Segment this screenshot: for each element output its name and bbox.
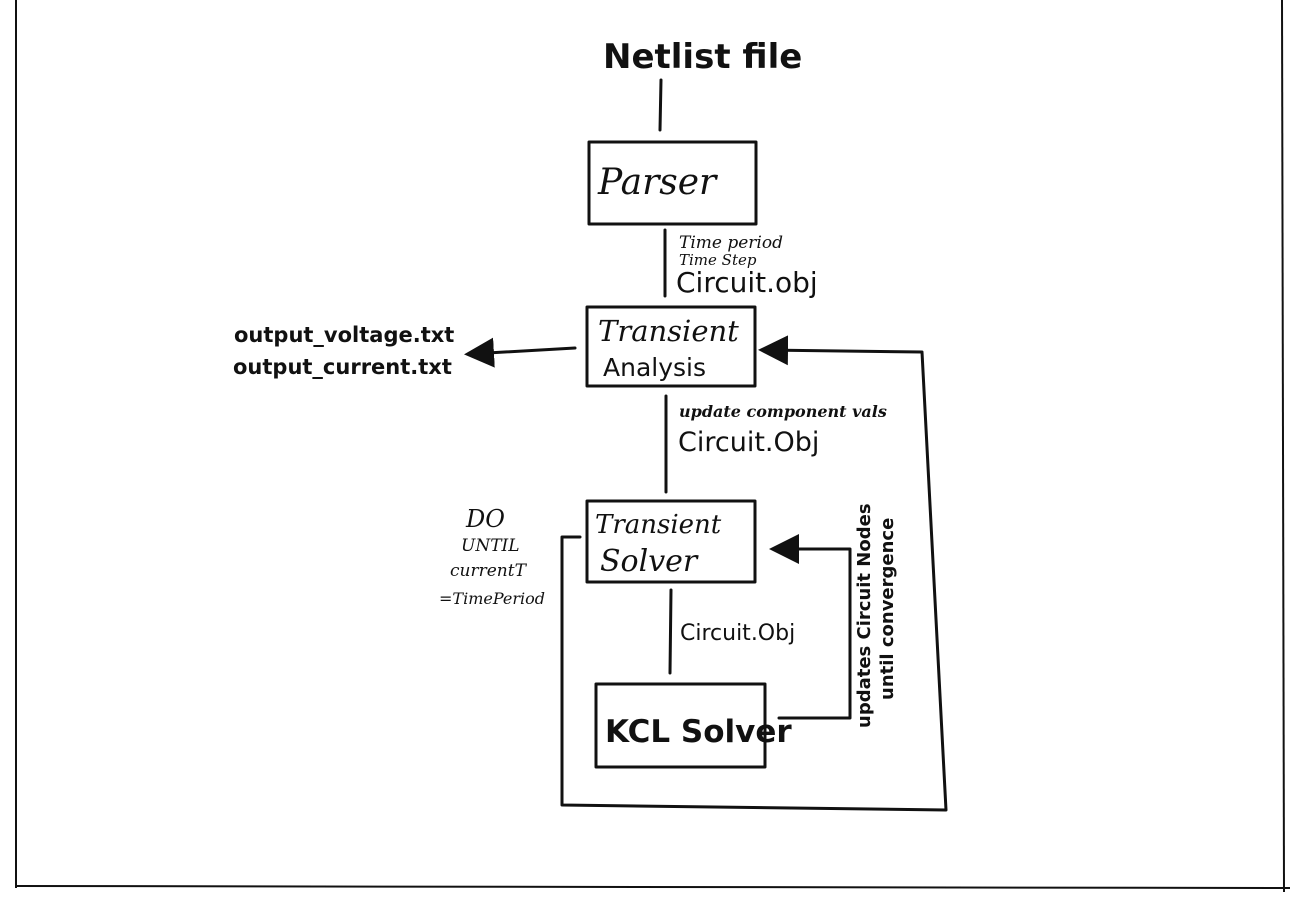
- feedback-label-line2: until convergence: [877, 518, 898, 700]
- loop-condition: DO UNTIL currentT =TimePeriod: [439, 505, 545, 608]
- loop-current-t: currentT: [450, 561, 528, 581]
- page-frame: [15, 0, 1291, 893]
- parser-box: Parser: [587, 140, 758, 226]
- output-current-label: output_current.txt: [233, 355, 452, 379]
- transient-solver-label-line2: Solver: [600, 544, 699, 579]
- edge-label-circuit-obj-2: Circuit.Obj: [678, 427, 819, 458]
- transient-analysis-label-line2: Analysis: [603, 353, 706, 382]
- input-connector: [658, 78, 663, 132]
- kcl-feedback-labels: updates Circuit Nodes until convergence: [854, 503, 898, 728]
- kcl-feedback-edge: [769, 534, 852, 720]
- input-label: Netlist file: [603, 37, 802, 77]
- outer-loop-edge: [560, 335, 948, 812]
- transient-solver-label-line1: Transient: [595, 510, 722, 540]
- kcl-solver-label: KCL Solver: [605, 714, 792, 750]
- output-voltage-label: output_voltage.txt: [234, 323, 454, 347]
- loop-do: DO: [465, 505, 505, 533]
- edge-label-update-vals: update component vals: [679, 402, 887, 421]
- edge-label-time-step: Time Step: [679, 251, 757, 269]
- solver-to-kcl-edge: [668, 588, 673, 675]
- edge-label-time-period: Time period: [679, 233, 783, 253]
- parser-label: Parser: [597, 162, 718, 203]
- kcl-solver-box: KCL Solver: [594, 682, 792, 769]
- edge-label-circuit-obj-3: Circuit.Obj: [680, 621, 795, 646]
- loop-until: UNTIL: [461, 536, 520, 556]
- feedback-label-line1: updates Circuit Nodes: [854, 503, 875, 728]
- output-arrow: [464, 337, 577, 368]
- transient-analysis-label-line1: Transient: [598, 314, 739, 348]
- transient-analysis-box: Transient Analysis: [585, 305, 757, 388]
- edge-label-circuit-obj: Circuit.obj: [676, 266, 818, 299]
- transient-solver-box: Transient Solver: [585, 499, 757, 584]
- loop-time-period: =TimePeriod: [439, 589, 545, 608]
